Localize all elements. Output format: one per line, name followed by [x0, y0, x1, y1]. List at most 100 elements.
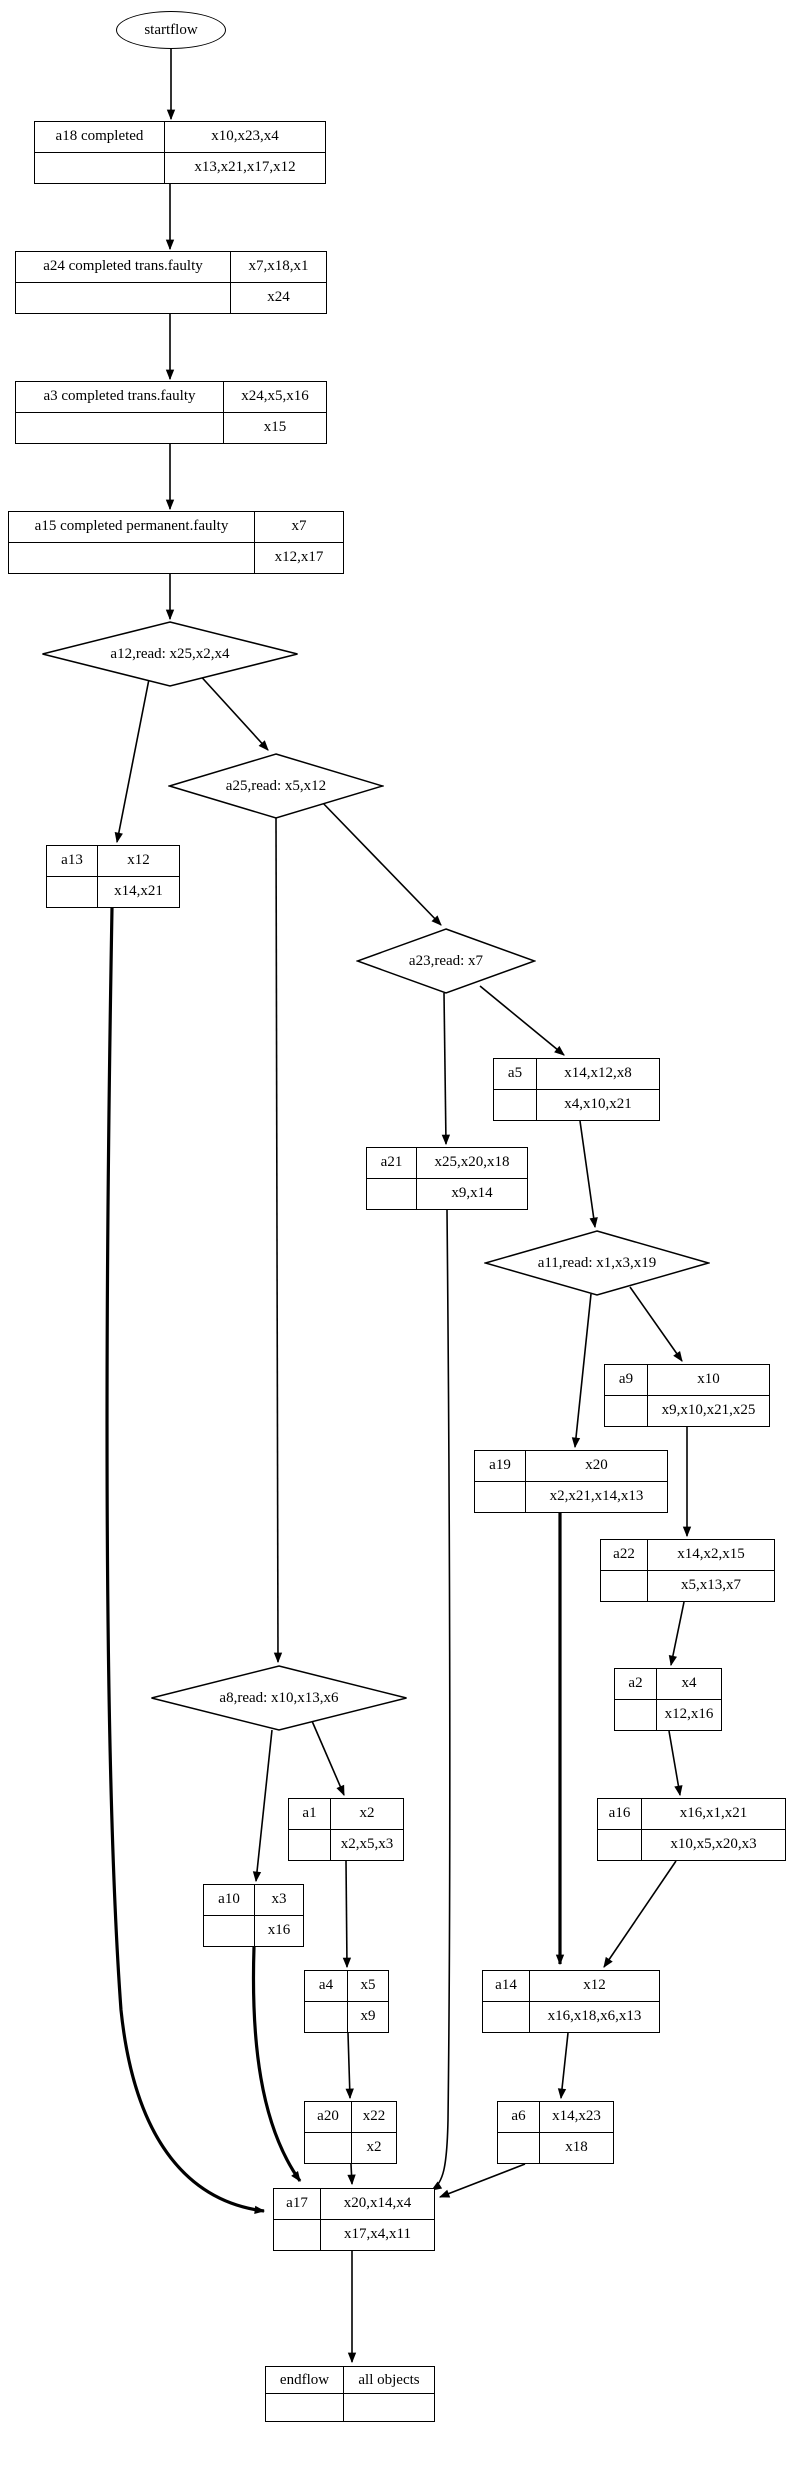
node-a4-row1: x5	[347, 1971, 388, 2002]
node-a16: a16 x16,x1,x21 x10,x5,x20,x3	[597, 1798, 786, 1861]
edge-a20-a17	[347, 2163, 356, 2186]
node-a14: a14 x12 x16,x18,x6,x13	[482, 1970, 660, 2033]
node-a3-row2: x15	[223, 412, 326, 443]
diamond-shape-a11	[484, 1230, 710, 1296]
node-a5-spacer	[494, 1090, 536, 1121]
diamond-shape-a8	[151, 1665, 407, 1731]
node-a10-row2: x16	[254, 1915, 303, 1946]
node-a3-row1: x24,x5,x16	[223, 382, 326, 413]
node-a18-spacer	[35, 153, 164, 184]
node-a9-row2: x9,x10,x21,x25	[647, 1395, 769, 1426]
node-a8: a8,read: x10,x13,x6	[150, 1665, 408, 1731]
node-a21-row1: x25,x20,x18	[416, 1148, 527, 1179]
edge-a10-a17	[251, 1946, 302, 2182]
node-a24-name: a24 completed trans.faulty	[16, 252, 230, 283]
edge-a23-a5	[479, 985, 565, 1056]
node-a1-name: a1	[289, 1799, 330, 1830]
node-a21-row2: x9,x14	[416, 1178, 527, 1209]
edge-a23-a21	[441, 992, 451, 1146]
node-a22-row2: x5,x13,x7	[647, 1570, 774, 1601]
node-a6-spacer	[498, 2133, 539, 2164]
node-a17: a17 x20,x14,x4 x17,x4,x11	[273, 2188, 435, 2251]
node-a8-label: a8,read: x10,x13,x6	[219, 1689, 339, 1706]
node-a14-row1: x12	[529, 1971, 659, 2002]
node-a12: a12,read: x25,x2,x4	[41, 621, 299, 687]
node-a13-name: a13	[47, 846, 97, 877]
node-a17-row2: x17,x4,x11	[320, 2219, 434, 2250]
node-a16-row1: x16,x1,x21	[641, 1799, 785, 1830]
node-a13: a13 x12 x14,x21	[46, 845, 180, 908]
node-a3-name: a3 completed trans.faulty	[16, 382, 223, 413]
node-a15-row2: x12,x17	[254, 542, 343, 573]
edge-a4-a20	[345, 2032, 354, 2100]
node-a16-spacer	[598, 1830, 641, 1861]
node-a24-row2: x24	[230, 282, 326, 313]
node-a14-name: a14	[483, 1971, 529, 2002]
node-a20-spacer	[305, 2133, 351, 2164]
node-a10-name: a10	[204, 1885, 254, 1916]
node-a24-spacer	[16, 283, 230, 314]
edge-a11-a9	[629, 1286, 683, 1362]
edge-a14-a6	[557, 2032, 569, 2100]
node-a11-label: a11,read: x1,x3,x19	[537, 1254, 657, 1271]
node-a2-row2: x12,x16	[656, 1699, 721, 1730]
node-a6-name: a6	[498, 2102, 539, 2133]
node-a10-spacer	[204, 1916, 254, 1947]
node-a15-spacer	[9, 543, 254, 574]
edge-a2-a16	[668, 1730, 683, 1797]
node-a4: a4 x5 x9	[304, 1970, 389, 2033]
node-a17-name: a17	[274, 2189, 320, 2220]
node-a16-row2: x10,x5,x20,x3	[641, 1829, 785, 1860]
node-a21-spacer	[367, 1179, 416, 1210]
node-startflow-label: startflow	[144, 21, 198, 38]
node-a17-row1: x20,x14,x4	[320, 2189, 434, 2220]
node-a13-row1: x12	[97, 846, 179, 877]
node-a1-row2: x2,x5,x3	[330, 1829, 403, 1860]
edge-a1-a4	[342, 1860, 352, 1969]
node-a1-row1: x2	[330, 1799, 403, 1830]
node-a10: a10 x3 x16	[203, 1884, 304, 1947]
node-a6-row2: x18	[539, 2132, 613, 2163]
node-a3: a3 completed trans.faulty x24,x5,x16 x15	[15, 381, 327, 444]
node-a9-row1: x10	[647, 1365, 769, 1396]
node-a18-row2: x13,x21,x17,x12	[164, 152, 325, 183]
node-a17-spacer	[274, 2220, 320, 2251]
node-endflow-row1: all objects	[343, 2367, 434, 2394]
node-a13-row2: x14,x21	[97, 876, 179, 907]
node-a19: a19 x20 x2,x21,x14,x13	[474, 1450, 668, 1513]
node-a16-name: a16	[598, 1799, 641, 1830]
node-a15-name: a15 completed permanent.faulty	[9, 512, 254, 543]
node-a2-row1: x4	[656, 1669, 721, 1700]
node-a1-spacer	[289, 1830, 330, 1861]
node-a2-name: a2	[615, 1669, 656, 1700]
node-endflow-spacer	[266, 2394, 343, 2421]
node-a15-row1: x7	[254, 512, 343, 543]
node-a6: a6 x14,x23 x18	[497, 2101, 614, 2164]
node-a21: a21 x25,x20,x18 x9,x14	[366, 1147, 528, 1210]
edge-a8-a1	[311, 1720, 345, 1797]
node-a23-label: a23,read: x7	[408, 952, 484, 969]
node-a4-spacer	[305, 2002, 347, 2033]
node-a2: a2 x4 x12,x16	[614, 1668, 722, 1731]
node-endflow: endflow all objects	[265, 2366, 435, 2422]
node-a5-name: a5	[494, 1059, 536, 1090]
edge-a8-a10	[252, 1729, 273, 1883]
edge-a12-a25	[195, 670, 269, 751]
node-a11: a11,read: x1,x3,x19	[484, 1230, 710, 1296]
node-a1: a1 x2 x2,x5,x3	[288, 1798, 404, 1861]
edge-a25-a8	[273, 817, 283, 1664]
node-a6-row1: x14,x23	[539, 2102, 613, 2133]
node-a3-spacer	[16, 413, 223, 444]
node-a13-spacer	[47, 877, 97, 908]
node-a24-row1: x7,x18,x1	[230, 252, 326, 283]
node-a20: a20 x22 x2	[304, 2101, 397, 2164]
diamond-shape-a25	[168, 753, 384, 819]
node-a22-spacer	[601, 1571, 647, 1602]
node-a20-row1: x22	[351, 2102, 396, 2133]
edge-a5-a11	[579, 1120, 598, 1229]
edge-a16-a14	[603, 1860, 677, 1968]
node-a9: a9 x10 x9,x10,x21,x25	[604, 1364, 770, 1427]
node-a18: a18 completed x10,x23,x4 x13,x21,x17,x12	[34, 121, 326, 184]
